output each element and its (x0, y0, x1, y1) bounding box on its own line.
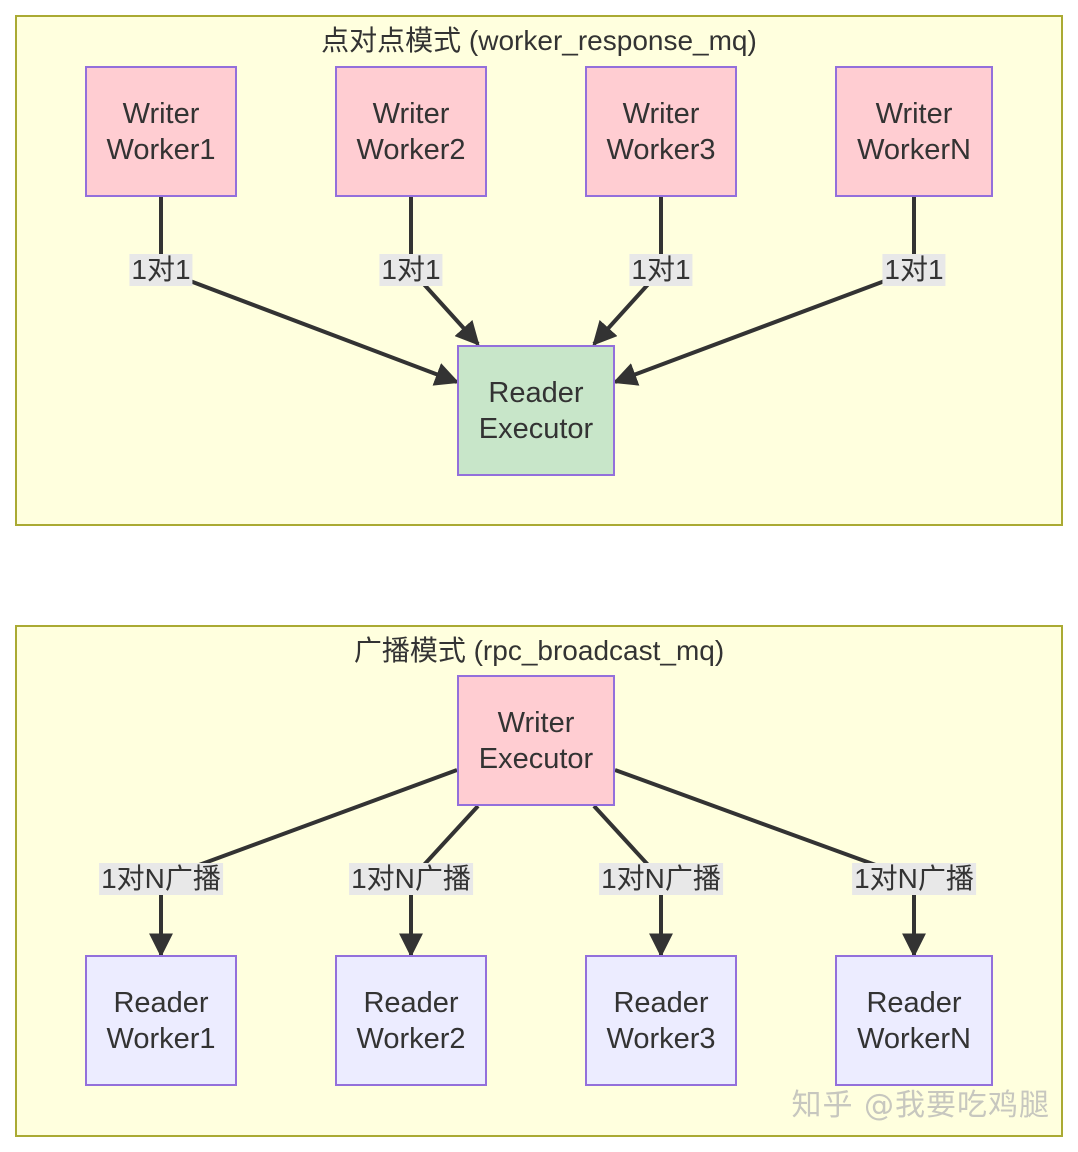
edge-label-reader1: 1对N广播 (99, 863, 223, 895)
edge-label-readerN: 1对N广播 (852, 863, 976, 895)
edge-label-writerN: 1对1 (882, 254, 946, 286)
edge-label-reader3: 1对N广播 (599, 863, 723, 895)
edge-label-reader2: 1对N广播 (349, 863, 473, 895)
group-title-broadcast: 广播模式 (rpc_broadcast_mq) (353, 635, 725, 666)
edge-label-writer2: 1对1 (379, 254, 443, 286)
group-title-point-to-point: 点对点模式 (worker_response_mq) (321, 25, 757, 56)
watermark: 知乎 @我要吃鸡腿 (791, 1088, 1050, 1123)
edge-label-writer1: 1对1 (129, 254, 193, 286)
edge-label-writer3: 1对1 (629, 254, 693, 286)
